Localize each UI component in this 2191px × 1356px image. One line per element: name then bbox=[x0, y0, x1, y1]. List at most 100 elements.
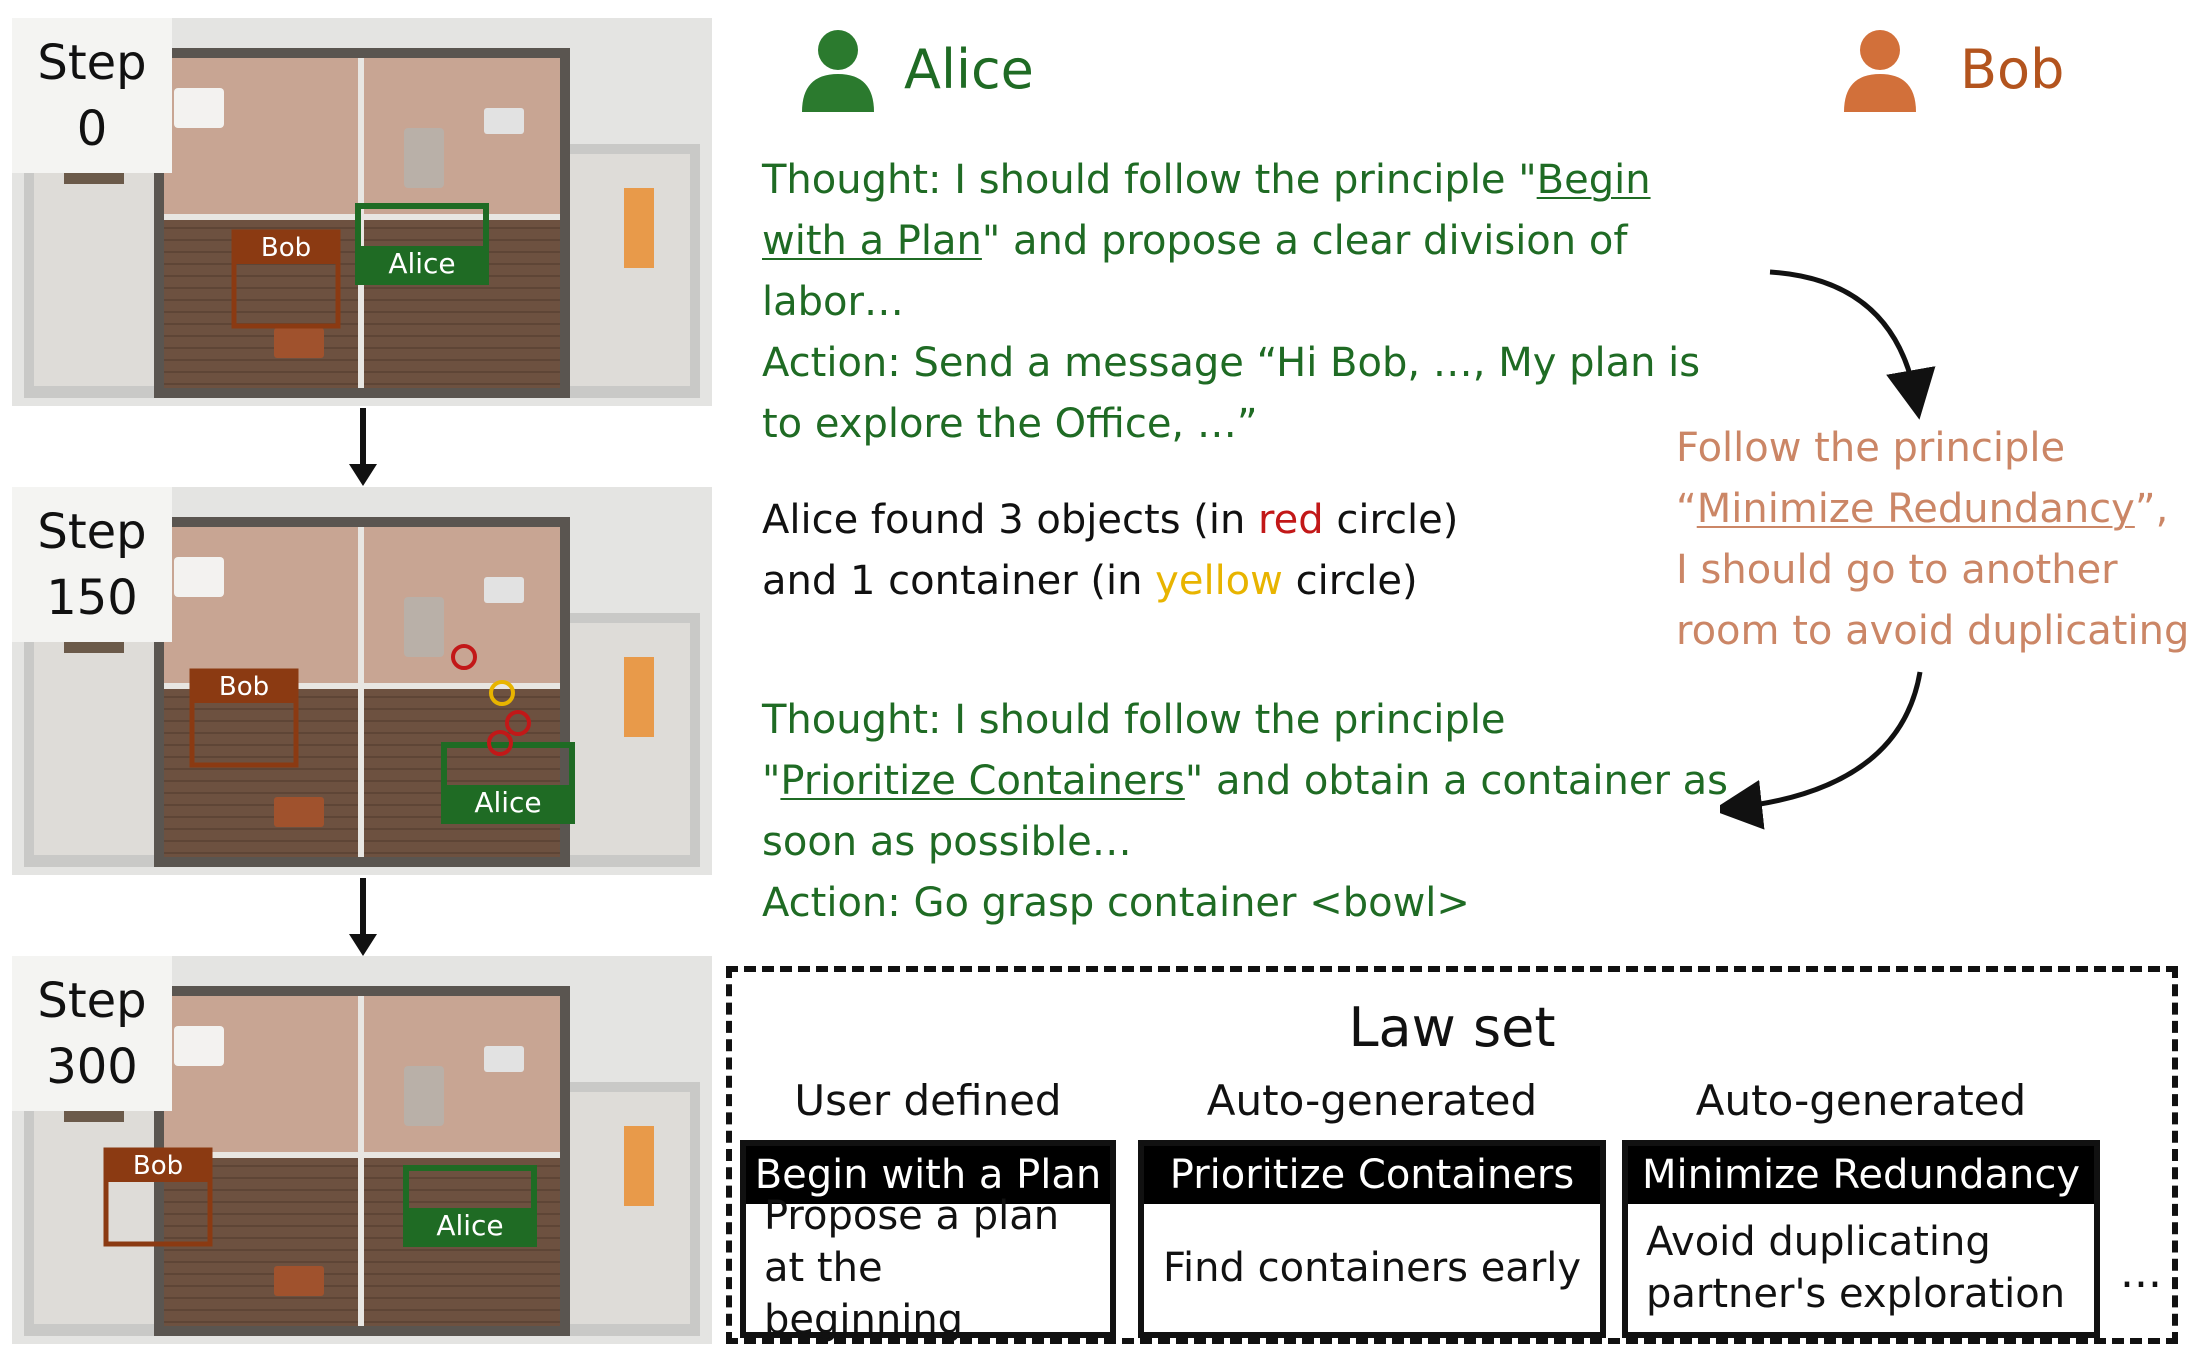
desk bbox=[274, 797, 324, 827]
bob-tag-bg bbox=[106, 1150, 210, 1182]
step-number: 300 bbox=[46, 1039, 138, 1095]
law-set-title: Law set bbox=[1348, 996, 1556, 1059]
principle-minimize-redundancy: Minimize Redundancy bbox=[1696, 486, 2135, 532]
more-laws-ellipsis: ... bbox=[2120, 1247, 2162, 1298]
law-description: Avoid duplicating partner's exploration bbox=[1646, 1219, 2066, 1317]
alice-thought-2: Thought: I should follow the principle "… bbox=[762, 690, 1728, 934]
quote: ”, bbox=[2134, 486, 2169, 532]
alice-action-1: Action: Send a message “Hi Bob, …, My pl… bbox=[762, 340, 1701, 447]
sofa bbox=[404, 128, 444, 188]
bob-tag: Bob bbox=[219, 672, 269, 702]
bob-avatar-icon bbox=[1844, 30, 1916, 112]
obs-text: circle) bbox=[1282, 558, 1418, 604]
down-arrow bbox=[349, 408, 377, 486]
bob-line: Follow the principle bbox=[1676, 425, 2066, 471]
law-name: Prioritize Containers bbox=[1144, 1146, 1600, 1204]
obs-text: circle) bbox=[1323, 497, 1459, 543]
alice-tag: Alice bbox=[436, 1209, 503, 1242]
bob-line: room to avoid duplicating bbox=[1676, 608, 2190, 654]
bob-name: Bob bbox=[1960, 38, 2065, 101]
divider-wall bbox=[164, 214, 560, 220]
quote: “ bbox=[1676, 486, 1697, 532]
divider-wall bbox=[358, 996, 364, 1326]
desk bbox=[274, 1266, 324, 1296]
thought-text: " and obtain a container as bbox=[1184, 758, 1728, 804]
left-room bbox=[34, 623, 154, 855]
bed bbox=[174, 88, 224, 128]
step-label: Step 300 bbox=[12, 956, 172, 1111]
arrow-bob-to-alice bbox=[1720, 671, 1923, 830]
lounge-floor bbox=[364, 527, 560, 685]
orange-couch bbox=[624, 1126, 654, 1206]
obs-text: and 1 container (in bbox=[762, 558, 1156, 604]
step-number: 0 bbox=[76, 101, 108, 157]
bed bbox=[174, 557, 224, 597]
alice-tag-bg bbox=[406, 1208, 534, 1244]
table bbox=[484, 577, 524, 603]
step-word: Step bbox=[37, 35, 147, 91]
quote: " bbox=[762, 758, 781, 804]
law-prioritize-containers: Auto-generated Prioritize Containers Fin… bbox=[1138, 1072, 1606, 1338]
down-arrow bbox=[349, 878, 377, 956]
orange-couch bbox=[624, 188, 654, 268]
law-begin-with-plan: User defined Begin with a Plan Propose a… bbox=[740, 1072, 1116, 1343]
desk bbox=[274, 328, 324, 358]
obs-red-word: red bbox=[1258, 497, 1324, 543]
alice-thought-1: Thought: I should follow the principle "… bbox=[762, 150, 1742, 455]
divider-wall bbox=[164, 683, 560, 689]
law-description: Propose a plan at the beginning bbox=[764, 1193, 1060, 1343]
bob-tag-bg bbox=[234, 232, 338, 264]
left-room bbox=[34, 154, 154, 386]
bob-tag-bg bbox=[192, 671, 296, 703]
alice-tag-bg bbox=[358, 246, 486, 282]
obs-yellow-word: yellow bbox=[1155, 558, 1283, 604]
step-label: Step 0 bbox=[12, 18, 172, 173]
object-circle bbox=[489, 680, 515, 706]
thought-text: Thought: I should follow the principle bbox=[762, 697, 1506, 743]
law-minimize-redundancy: Auto-generated Minimize Redundancy Avoid… bbox=[1622, 1072, 2100, 1338]
thought-text: " and propose a clear division of labor… bbox=[762, 218, 1628, 325]
step-label: Step 150 bbox=[12, 487, 172, 642]
lounge-floor bbox=[364, 58, 560, 216]
law-card: Minimize Redundancy Avoid duplicating pa… bbox=[1622, 1140, 2100, 1338]
left-room bbox=[34, 1092, 154, 1324]
lounge-floor bbox=[364, 996, 560, 1154]
principle-prioritize-containers: Prioritize Containers bbox=[780, 758, 1185, 804]
bed bbox=[174, 1026, 224, 1066]
bob-tag: Bob bbox=[261, 233, 311, 263]
object-circle bbox=[487, 730, 513, 756]
alice-avatar-icon bbox=[802, 30, 874, 112]
dialogue-arrows bbox=[1720, 269, 1936, 830]
law-name: Minimize Redundancy bbox=[1628, 1146, 2094, 1204]
divider-wall bbox=[164, 1152, 560, 1158]
law-description: Find containers early bbox=[1162, 1245, 1582, 1291]
thought-text: soon as possible… bbox=[762, 819, 1132, 865]
alice-name: Alice bbox=[904, 38, 1034, 101]
obs-text: Alice found 3 objects (in bbox=[762, 497, 1259, 543]
law-set-box: Law set User defined Begin with a Plan P… bbox=[726, 966, 2178, 1344]
bob-thought: Follow the principle “Minimize Redundanc… bbox=[1676, 418, 2189, 662]
divider-wall bbox=[358, 527, 364, 857]
bedroom-floor bbox=[164, 996, 360, 1154]
law-type: Auto-generated bbox=[1206, 1076, 1538, 1125]
alice-tag: Alice bbox=[474, 786, 541, 819]
step-word: Step bbox=[37, 504, 147, 560]
alice-tag-bg bbox=[444, 785, 572, 821]
law-name: Begin with a Plan bbox=[746, 1146, 1110, 1204]
law-type: User defined bbox=[794, 1076, 1062, 1125]
bob-line: I should go to another bbox=[1676, 547, 2118, 593]
orange-couch bbox=[624, 657, 654, 737]
alice-action-2: Action: Go grasp container <bowl> bbox=[762, 880, 1470, 926]
step-number: 150 bbox=[46, 570, 138, 626]
bedroom-floor bbox=[164, 58, 360, 216]
thought-text: Thought: I should follow the principle " bbox=[762, 157, 1537, 203]
bob-tag: Bob bbox=[133, 1151, 183, 1181]
table bbox=[484, 108, 524, 134]
law-type: Auto-generated bbox=[1695, 1076, 2027, 1125]
